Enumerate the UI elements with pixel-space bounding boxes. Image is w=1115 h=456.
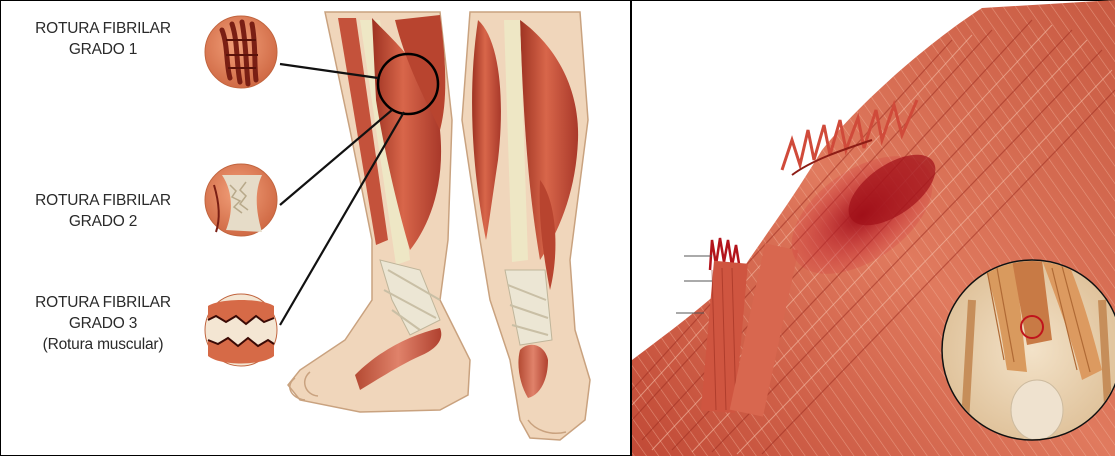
muscle-fiber-moderate-tear-icon (205, 164, 277, 236)
label-grade3-line1: ROTURA FIBRILAR (8, 292, 198, 313)
label-grade1-line2: GRADO 1 (8, 39, 198, 60)
muscle-complete-rupture-icon (205, 294, 277, 366)
muscle-fiber-partial-tear-icon (205, 16, 277, 88)
label-grade3: ROTURA FIBRILAR GRADO 3 (Rotura muscular… (8, 292, 198, 355)
label-grade1: ROTURA FIBRILAR GRADO 1 (8, 18, 198, 60)
label-grade2-line1: ROTURA FIBRILAR (8, 190, 198, 211)
label-grade3-line2: GRADO 3 (8, 313, 198, 334)
muscle-fiber-rupture-illustration (632, 0, 1115, 456)
muscle-fiber-closeup-panel (632, 0, 1115, 456)
label-grade3-line3: (Rotura muscular) (8, 334, 198, 355)
label-grade2-line2: GRADO 2 (8, 211, 198, 232)
leg-diagram-panel: ROTURA FIBRILAR GRADO 1 ROTURA FIBRILAR … (0, 0, 630, 456)
label-grade1-line1: ROTURA FIBRILAR (8, 18, 198, 39)
knee-muscle-inset (942, 260, 1115, 440)
right-leg (462, 12, 590, 440)
left-leg (288, 12, 470, 412)
label-grade2: ROTURA FIBRILAR GRADO 2 (8, 190, 198, 232)
